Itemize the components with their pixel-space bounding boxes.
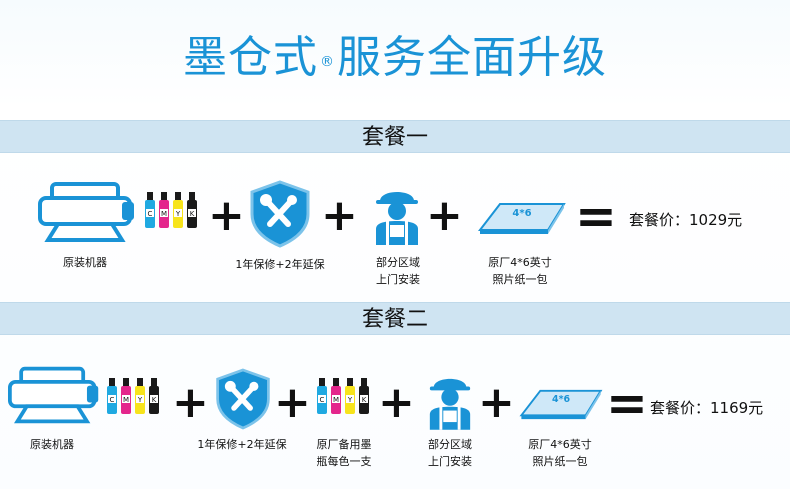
warranty-shield-icon — [214, 368, 272, 430]
ink-letter-m: M — [123, 396, 129, 404]
title-brand: 墨仓式 — [183, 32, 318, 83]
package-1-header: 套餐一 — [0, 120, 790, 153]
paper-label-line2: 照片纸一包 — [492, 273, 548, 286]
ink-letter-c: C — [320, 396, 325, 404]
paper-label: 原厂4*6英寸 照片纸一包 — [470, 254, 570, 288]
plus-sign: + — [478, 377, 515, 428]
package-1-price: 套餐价：1029元 — [629, 211, 743, 229]
paper-label-line2: 照片纸一包 — [532, 455, 588, 468]
warranty-label: 1年保修+2年延保 — [235, 258, 325, 271]
warranty-label: 1年保修+2年延保 — [197, 438, 287, 451]
install-label-line2: 上门安装 — [428, 455, 472, 468]
ink-letter-m: M — [161, 210, 167, 218]
ink-letter-m: M — [333, 396, 339, 404]
ink-letter-k: K — [152, 396, 157, 404]
technician-icon — [372, 183, 422, 245]
ink-bottles-icon: C M Y K — [144, 190, 200, 230]
spare-ink-bottles-icon: C M Y K — [316, 376, 372, 416]
plus-sign: + — [378, 377, 415, 428]
photo-paper-icon: 4*6 — [478, 200, 568, 236]
spare-ink-label: 原厂备用墨 瓶每色一支 — [296, 436, 392, 470]
ink-letter-y: Y — [137, 396, 143, 404]
plus-sign: + — [274, 377, 311, 428]
ink-bottles-icon: C M Y K — [106, 376, 162, 416]
equals-sign: = — [606, 374, 648, 432]
printer-icon — [8, 364, 102, 426]
ink-letter-c: C — [148, 210, 153, 218]
paper-label: 原厂4*6英寸 照片纸一包 — [510, 436, 610, 470]
warranty-shield-icon — [248, 180, 312, 248]
install-label-line1: 部分区域 — [376, 256, 420, 269]
spare-ink-label-line2: 瓶每色一支 — [316, 455, 372, 468]
printer-label: 原装机器 — [63, 256, 107, 269]
title-subtitle: 服务全面升级 — [337, 32, 607, 83]
ink-letter-c: C — [110, 396, 115, 404]
paper-label-line1: 原厂4*6英寸 — [488, 256, 552, 269]
install-label: 部分区域 上门安装 — [348, 254, 448, 288]
plus-sign: + — [208, 190, 245, 241]
ink-letter-k: K — [190, 210, 195, 218]
printer-label: 原装机器 — [30, 438, 74, 451]
ink-letter-y: Y — [175, 210, 181, 218]
ink-letter-k: K — [362, 396, 367, 404]
plus-sign: + — [172, 377, 209, 428]
registered-mark: ® — [320, 54, 335, 70]
plus-sign: + — [321, 190, 358, 241]
package-2-header: 套餐二 — [0, 302, 790, 335]
spare-ink-label-line1: 原厂备用墨 — [316, 438, 372, 451]
package-2-price: 套餐价：1169元 — [650, 399, 764, 417]
page-title: 墨仓式®服务全面升级 — [0, 28, 790, 88]
install-label-line1: 部分区域 — [428, 438, 472, 451]
install-label: 部分区域 上门安装 — [400, 436, 500, 470]
equals-sign: = — [575, 187, 617, 245]
printer-icon — [38, 180, 138, 244]
plus-sign: + — [426, 190, 463, 241]
install-label-line2: 上门安装 — [376, 273, 420, 286]
paper-label-line1: 原厂4*6英寸 — [528, 438, 592, 451]
technician-icon — [426, 370, 474, 430]
photo-paper-icon: 4*6 — [518, 387, 606, 421]
ink-letter-y: Y — [347, 396, 353, 404]
paper-mark: 4*6 — [512, 208, 531, 219]
paper-mark: 4*6 — [552, 394, 571, 405]
